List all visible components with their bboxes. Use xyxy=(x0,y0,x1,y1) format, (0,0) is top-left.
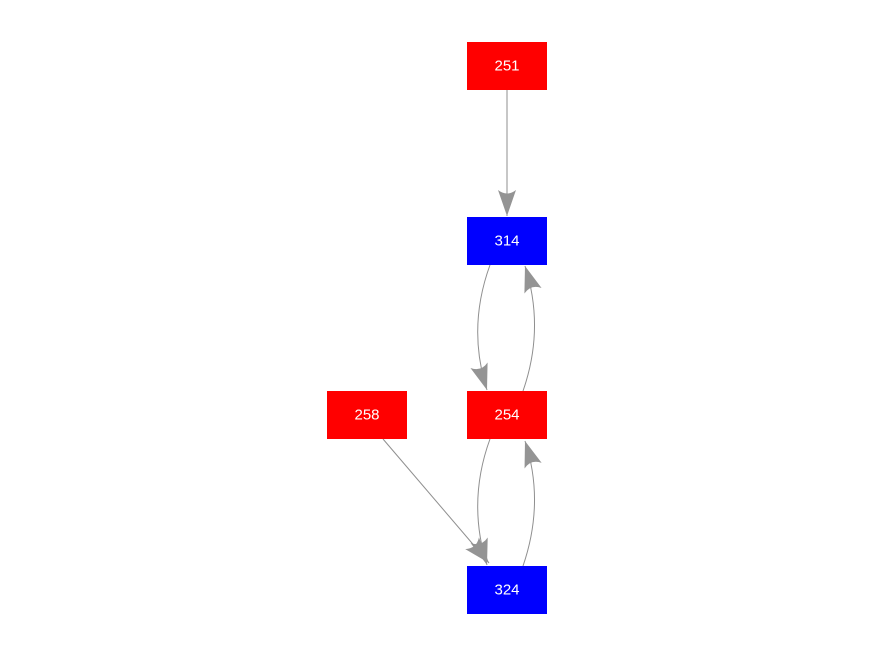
node-label: 324 xyxy=(494,582,519,599)
node-label: 314 xyxy=(494,233,519,250)
edge-314-254 xyxy=(470,264,491,391)
edge-258-324 xyxy=(382,438,490,564)
node-258: 258 xyxy=(327,391,407,439)
node-label: 254 xyxy=(494,407,519,424)
node-rect xyxy=(467,217,547,265)
node-rect xyxy=(327,391,407,439)
node-251: 251 xyxy=(467,42,547,90)
node-label: 251 xyxy=(494,58,519,75)
node-label: 258 xyxy=(354,407,379,424)
edge-254-314 xyxy=(522,265,542,392)
node-rect xyxy=(467,391,547,439)
edge-324-254 xyxy=(522,440,542,567)
edge-254-324 xyxy=(470,438,491,566)
node-rect xyxy=(467,42,547,90)
node-rect xyxy=(467,566,547,614)
node-324: 324 xyxy=(467,566,547,614)
node-254: 254 xyxy=(467,391,547,439)
node-314: 314 xyxy=(467,217,547,265)
